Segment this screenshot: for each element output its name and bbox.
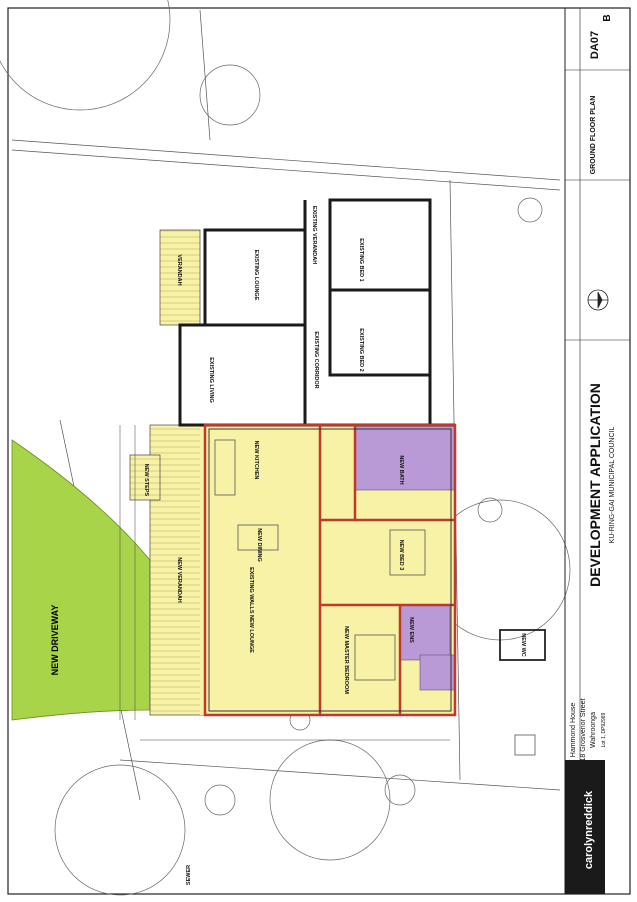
verandah-deck <box>159 229 201 326</box>
dimension-lines <box>119 425 450 741</box>
room-label: EXISTING BED 1 <box>358 238 364 281</box>
existing-bed2-walls <box>328 288 432 377</box>
room-label: NEW BED 3 <box>398 540 404 571</box>
sheet-border <box>7 7 631 895</box>
room-label: EXISTING CORRIDOR <box>313 331 319 388</box>
room-label: NEW KITCHEN <box>253 441 259 480</box>
bin-box <box>514 734 536 756</box>
tree-canopy <box>517 197 543 223</box>
tree-canopy <box>199 64 261 126</box>
room-label: NEW ENS <box>408 617 414 643</box>
sheet-title: GROUND FLOOR PLAN <box>590 96 597 175</box>
room-label: EXISTING BED 2 <box>358 328 364 371</box>
wet-areas <box>354 424 456 691</box>
project-address: 18 Grosvenor Street <box>580 698 587 761</box>
wet-area <box>419 654 456 691</box>
site-boundary <box>11 9 561 801</box>
application-heading: DEVELOPMENT APPLICATION <box>587 383 603 587</box>
wc-box <box>499 629 546 661</box>
room-label: EXISTING LIVING <box>208 357 214 403</box>
tree-canopy <box>477 497 503 523</box>
room-label: EXISTING WALLS NEW LOUNGE <box>248 567 254 653</box>
tree-canopy <box>54 764 186 896</box>
room-label: NEW BATH <box>398 455 404 484</box>
project-name: Hammond House <box>570 703 577 758</box>
bed <box>354 634 396 681</box>
furniture <box>214 439 546 756</box>
project-lot: Lot 1, DP92989 <box>601 712 607 747</box>
bed <box>389 529 426 576</box>
room-label: NEW VERANDAH <box>176 557 182 603</box>
kitchen-bench <box>214 439 236 496</box>
drawing-number: DA07 <box>589 31 601 59</box>
new-walls <box>203 423 457 717</box>
north-arrow <box>587 289 609 311</box>
room-label: NEW DINING <box>256 528 262 562</box>
dining-table <box>237 524 279 551</box>
revision-letter: B <box>602 14 613 21</box>
project-suburb: Wahroonga <box>590 712 597 748</box>
driveway-label: NEW DRIVEWAY <box>50 605 60 676</box>
room-label: NEW STEPS <box>143 464 149 497</box>
existing-living-walls <box>178 323 307 427</box>
room-label: EXISTING VERANDAH <box>311 206 317 264</box>
council-name: KU-RING-GAI MUNICIPAL COUNCIL <box>609 427 616 544</box>
existing-bed1-walls <box>328 198 432 292</box>
new-wall-inner <box>208 428 452 712</box>
room-label: EXISTING LOUNGE <box>253 250 259 301</box>
new-extension-outline <box>203 423 457 717</box>
wet-area <box>354 424 456 491</box>
tree-canopy <box>384 774 416 806</box>
firm-name: carolynreddick <box>583 790 595 869</box>
driveway-area <box>11 439 151 721</box>
tree-canopy <box>269 739 391 861</box>
tree-canopy <box>0 0 171 111</box>
room-label: VERANDAH <box>176 254 182 285</box>
room-label: NEW WC <box>520 633 526 657</box>
title-block: carolynreddick Hammond House 18 Grosveno… <box>564 8 630 894</box>
wet-area <box>399 604 451 661</box>
room-label: SEWER <box>186 865 192 885</box>
firm-logo-band <box>565 760 605 894</box>
room-label: NEW MASTER BEDROOM <box>343 626 349 694</box>
tree-canopy <box>204 784 236 816</box>
